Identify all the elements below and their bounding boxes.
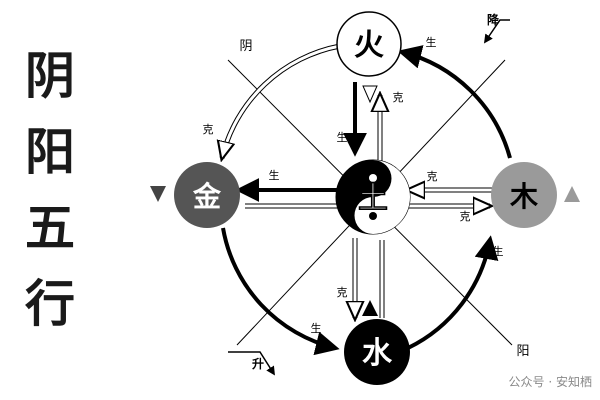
yin-yang-dot-black <box>369 212 377 220</box>
yin-yang-white-half <box>354 160 410 234</box>
metal-circle <box>174 162 240 228</box>
yang-label: 阳 <box>516 344 529 359</box>
water-wood-arc <box>407 235 499 350</box>
title-char-yin: 阴 <box>25 46 75 105</box>
yin-yang-dot-white <box>369 174 377 182</box>
title-char-yang: 阳 <box>25 122 75 181</box>
wood-triangle <box>564 186 580 202</box>
sheng-label-fire-wood: 生 <box>426 35 437 49</box>
ke-label-fire-metal: 克 <box>203 123 214 136</box>
watermark: 公众号 · 安知栖 <box>508 375 592 389</box>
descend-label: 降 <box>487 12 500 27</box>
descend-arrow <box>483 19 510 44</box>
sheng-label-water-wood: 生 <box>493 244 504 258</box>
fire-wood-arc <box>397 45 512 159</box>
ke-label-earth-fire: 克 <box>393 91 404 104</box>
yin-label: 阴 <box>239 39 252 54</box>
water-triangle <box>362 300 378 316</box>
earth-glyph: 土 <box>358 181 388 216</box>
sheng-label-metal-water: 生 <box>311 321 322 335</box>
fire-circle <box>336 11 402 77</box>
water-circle <box>344 319 410 385</box>
fire-metal-arc <box>222 44 341 158</box>
ke-label-earth-water: 克 <box>337 286 348 299</box>
fire-glyph: 火 <box>354 28 384 63</box>
rise-label: 升 <box>252 356 264 371</box>
metal-triangle <box>150 186 166 202</box>
vertical-title: 阴 阳 五 行 <box>20 38 80 342</box>
rise-arrow <box>228 351 275 376</box>
sheng-label-earth-metal: 生 <box>269 168 280 182</box>
title-char-xing: 行 <box>25 274 75 333</box>
ke-label-wood-earth: 克 <box>427 170 438 183</box>
title-char-five: 五 <box>25 198 75 257</box>
metal-glyph: 金 <box>192 180 222 213</box>
fire-triangle <box>362 85 378 104</box>
wood-circle <box>491 162 557 228</box>
ke-label-earth-wood: 克 <box>460 210 471 223</box>
wood-glyph: 木 <box>509 180 538 213</box>
metal-water-arc <box>221 227 340 356</box>
sheng-label-fire-earth: 生 <box>337 130 348 144</box>
water-glyph: 水 <box>362 336 393 371</box>
fire-metal-arc-outline <box>219 43 341 159</box>
